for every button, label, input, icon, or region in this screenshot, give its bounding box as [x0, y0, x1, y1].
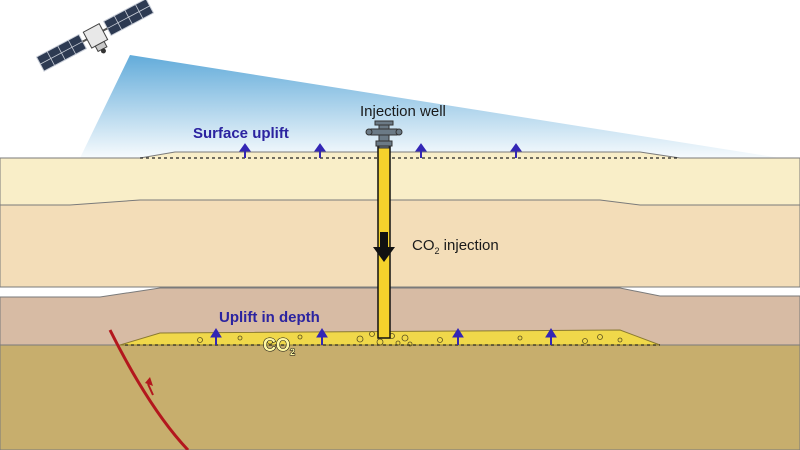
- surface-uplift-label: Surface uplift: [193, 125, 289, 142]
- layer-surface: [0, 151, 800, 206]
- satellite-icon: [35, 0, 155, 72]
- up-arrow-icon: [316, 328, 328, 345]
- co2-injection-label: CO2 injection: [412, 237, 499, 256]
- co2-injection-main: CO: [412, 237, 435, 254]
- co2-injection-rest: injection: [440, 237, 499, 254]
- up-arrow-icon: [545, 328, 557, 345]
- injection-well-label: Injection well: [360, 103, 446, 120]
- fault-arrow-icon: [145, 377, 154, 396]
- fault-line: [108, 329, 190, 450]
- up-arrow-icon: [314, 143, 326, 158]
- up-arrow-icon: [210, 328, 222, 345]
- co2-reservoir-sub: 2: [290, 347, 295, 357]
- up-arrow-icon: [415, 143, 427, 158]
- co2-reservoir-main: CO: [263, 335, 290, 355]
- co2-reservoir-label: CO2: [263, 335, 295, 357]
- uplift-in-depth-label: Uplift in depth: [219, 309, 320, 326]
- up-arrow-icon: [239, 143, 251, 158]
- wellhead-icon: [365, 120, 403, 149]
- surface-up-arrows: [239, 143, 522, 158]
- co2-injection-sub: 2: [435, 246, 440, 256]
- down-arrow-icon: [373, 232, 395, 262]
- layer-second: [0, 199, 800, 288]
- depth-up-arrows: [210, 328, 557, 345]
- up-arrow-icon: [510, 143, 522, 158]
- up-arrow-icon: [452, 328, 464, 345]
- satellite-beam: [80, 55, 780, 158]
- layer-base: [0, 344, 800, 450]
